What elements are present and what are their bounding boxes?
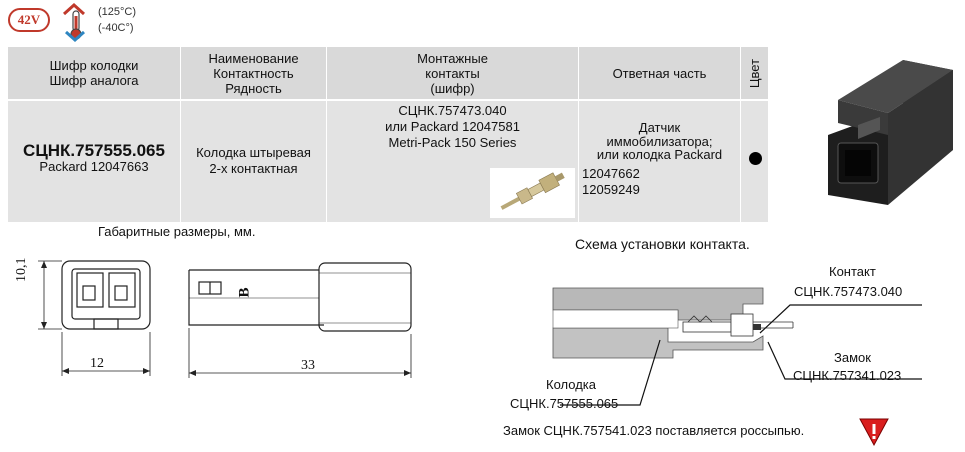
- header-contacts: Монтажные контакты (шифр): [417, 50, 488, 96]
- contact-pin-photo: [490, 168, 575, 218]
- lock-code: СЦНК.757341.023: [793, 368, 902, 383]
- lock-label: Замок: [834, 350, 871, 365]
- cell-mating: Датчик иммобилизатора; или колодка Packa…: [596, 120, 723, 162]
- temp-max: (125°C): [98, 6, 137, 18]
- dim-height-label: 10,1: [14, 257, 29, 283]
- voltage-badge: 42V: [8, 8, 50, 32]
- dimension-drawing: [38, 260, 412, 378]
- code-main: СЦНК.757555.065: [23, 141, 165, 160]
- color-swatch-black: [749, 152, 762, 165]
- table-row: [8, 101, 768, 222]
- dim-width-label: 12: [90, 356, 104, 371]
- scheme-leaders: [560, 304, 922, 406]
- thermometer-icon: [62, 2, 86, 42]
- contact-label: Контакт: [829, 264, 876, 279]
- dim-length-label: 33: [301, 358, 315, 373]
- scheme-title: Схема установки контакта.: [575, 236, 750, 252]
- temp-min: (-40C°): [98, 22, 134, 34]
- housing-letter: B: [236, 287, 253, 298]
- front-view: [61, 260, 151, 330]
- housing-code: СЦНК.757555.065: [510, 396, 619, 411]
- code-analog: Packard 12047663: [39, 159, 149, 174]
- side-view: [188, 262, 412, 332]
- cell-name: Колодка штыревая 2-х контактная: [196, 145, 311, 176]
- cell-code: СЦНК.757555.065 Packard 12047663: [8, 141, 180, 175]
- col-divider: [740, 47, 741, 222]
- housing-label: Колодка: [546, 377, 596, 392]
- header-code: Шифр колодки Шифр аналога: [49, 58, 139, 88]
- contact-code: СЦНК.757473.040: [794, 284, 903, 299]
- warning-icon: [859, 418, 889, 447]
- scheme-note: Замок СЦНК.757541.023 поставляется россы…: [503, 423, 805, 438]
- header-mating: Ответная часть: [612, 65, 707, 81]
- header-color: Цвет: [747, 58, 763, 88]
- col-divider: [578, 47, 579, 222]
- cell-mating-codes: 12047662 12059249: [582, 166, 640, 197]
- table-header: [8, 47, 768, 99]
- header-name: Наименование Контактность Рядность: [208, 50, 299, 96]
- scheme-drawing: [552, 287, 794, 359]
- row-divider: [8, 99, 768, 101]
- col-divider: [180, 47, 181, 222]
- dims-title: Габаритные размеры, мм.: [98, 224, 256, 239]
- cell-contacts: СЦНК.757473.040 или Packard 12047581 Met…: [385, 103, 520, 150]
- connector-photo: [828, 60, 953, 205]
- col-divider: [326, 47, 327, 222]
